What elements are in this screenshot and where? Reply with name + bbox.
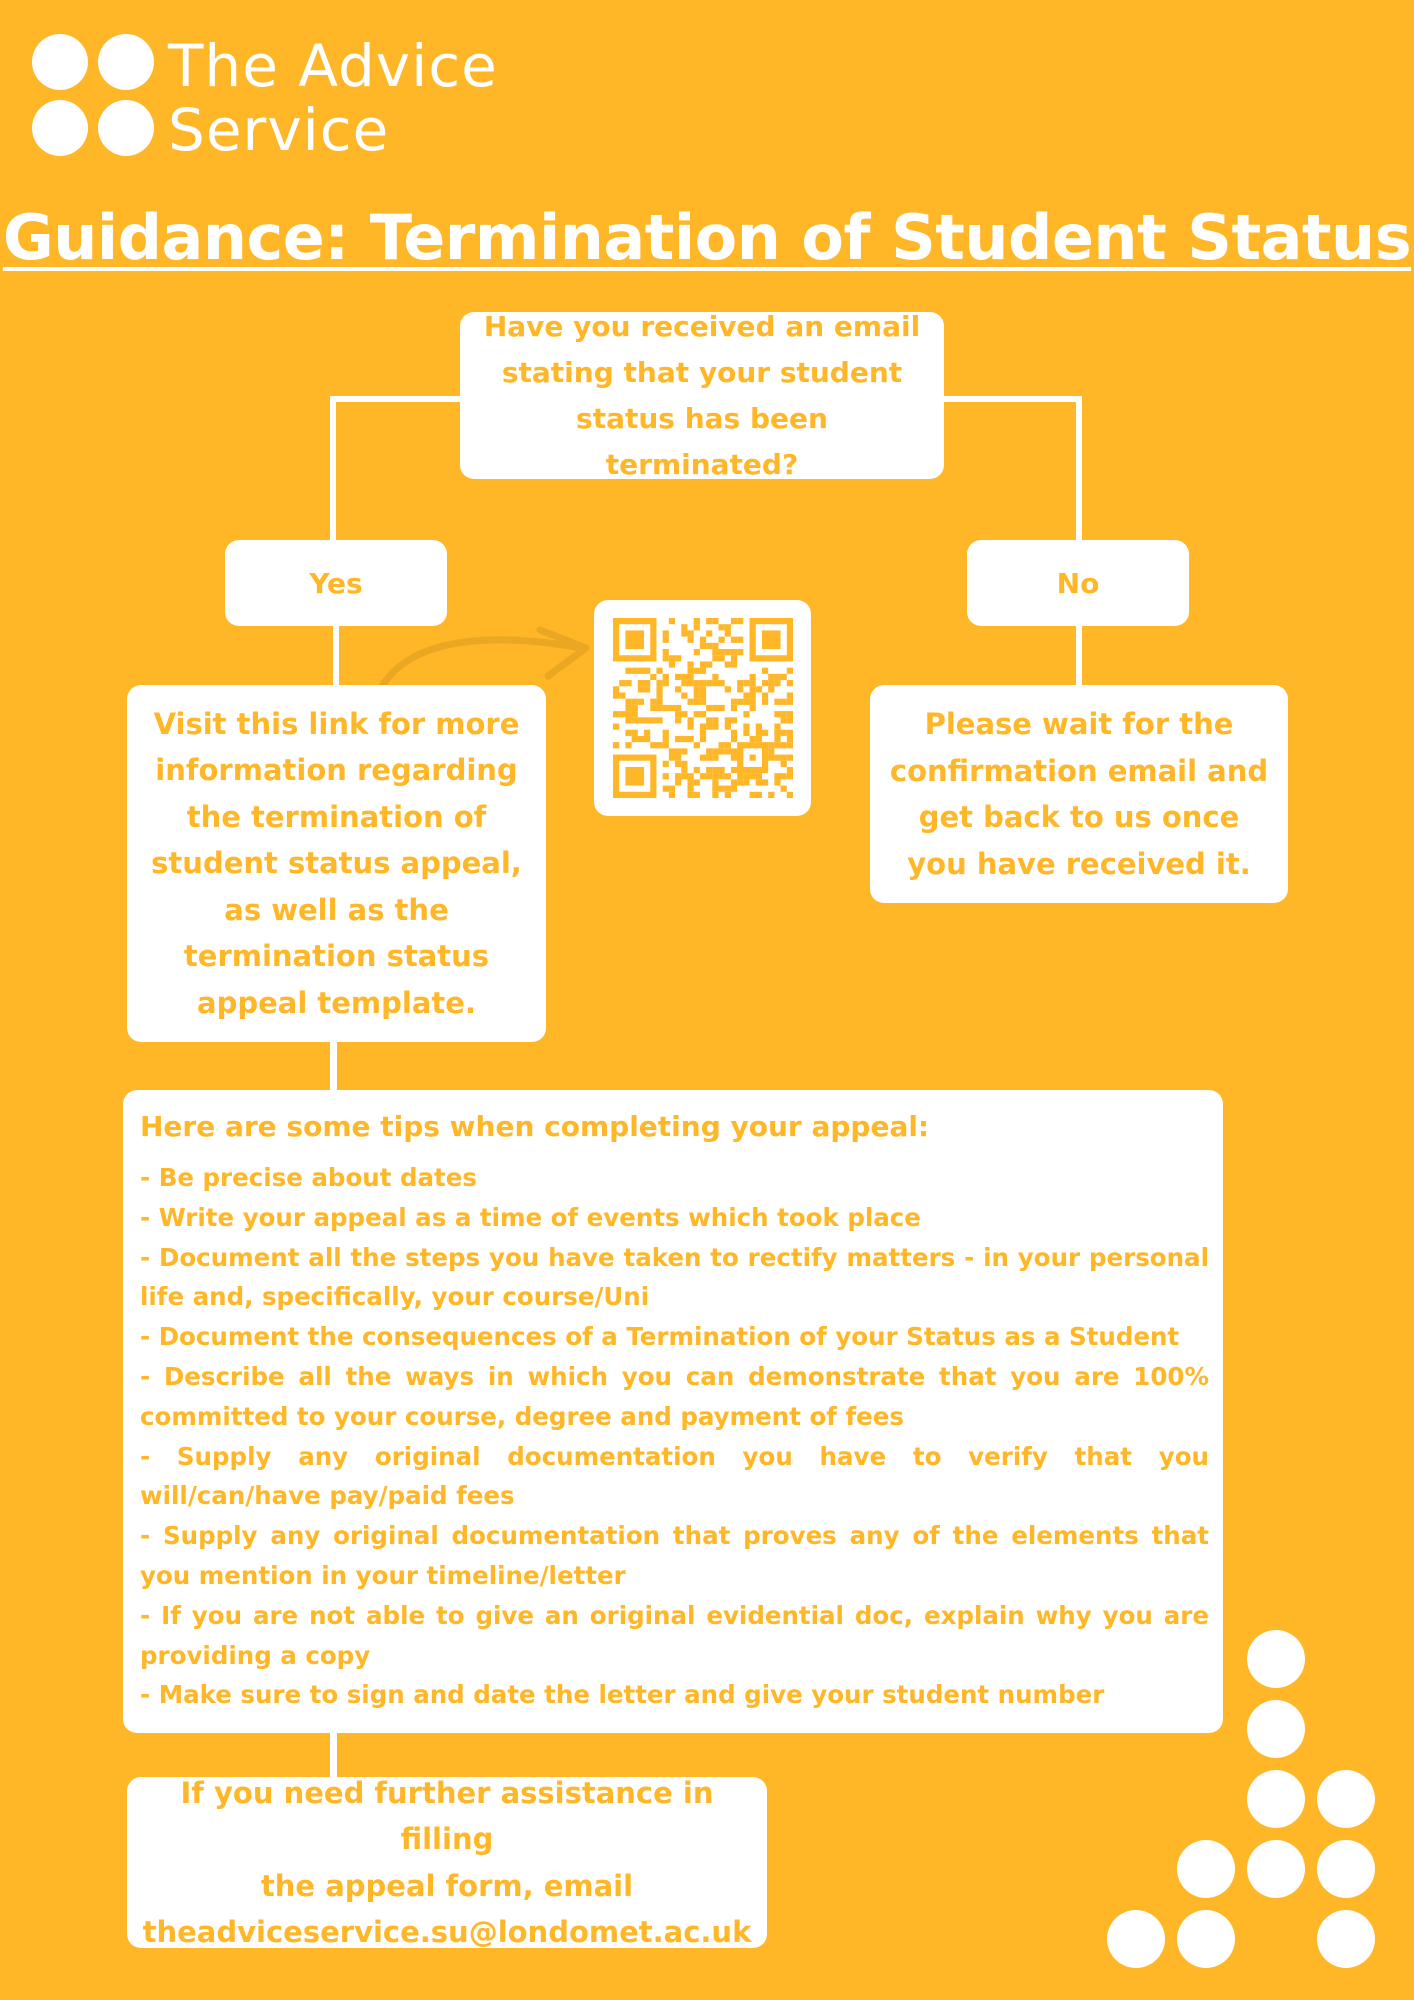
question-text: Have you received an email stating that … [483,309,921,481]
logo: The Advice Service [32,34,572,164]
decor-dot [1247,1770,1305,1828]
logo-dot [32,100,88,156]
no-label: No [1056,566,1100,600]
decor-dot [1247,1700,1305,1758]
connector-to-yes [330,396,336,542]
contact-line-2: the appeal form, email [260,1868,634,1903]
yes-box: Yes [225,540,447,626]
decor-dot [1107,1910,1165,1968]
tip-item: - Make sure to sign and date the letter … [140,1680,1105,1710]
no-box: No [967,540,1189,626]
tip-item: - Document all the steps you have taken … [140,1242,1209,1312]
tip-item: - Write your appeal as a time of events … [140,1202,921,1232]
logo-line-2: Service [168,96,390,164]
decor-dot [1247,1840,1305,1898]
tip-item: - Describe all the ways in which you can… [140,1361,1209,1431]
connector-link-to-tips [330,1040,337,1092]
connector-yes-to-link [333,624,339,688]
decor-dot [1317,1770,1375,1828]
yes-label: Yes [309,566,363,600]
connector-question-right [942,396,1082,402]
decor-dot [1317,1840,1375,1898]
contact-text: If you need further assistance in fillin… [137,1770,757,1956]
tip-item: - Be precise about dates [140,1163,477,1192]
link-info-box: Visit this link for more information reg… [127,685,546,1042]
contact-email-link[interactable]: theadviceservice.su@londomet.ac.uk [142,1915,752,1949]
contact-line-1: If you need further assistance in fillin… [180,1775,714,1857]
logo-dot [32,34,88,90]
question-box: Have you received an email stating that … [460,310,944,481]
wait-info-text: Please wait for the confirmation email a… [889,707,1269,881]
logo-dot [98,100,154,156]
tip-item: - Document the consequences of a Termina… [140,1322,1180,1352]
logo-dot [98,34,154,90]
qr-code-box[interactable] [594,600,811,816]
connector-no-to-wait [1076,624,1082,688]
decor-dot [1247,1630,1305,1688]
page-title: Guidance: Termination of Student Status [2,201,1412,274]
tips-list: - Be precise about dates - Write your ap… [140,1158,1209,1715]
connector-tips-to-contact [330,1731,337,1779]
decor-dot [1177,1840,1235,1898]
connector-to-no [1076,396,1082,542]
contact-box: If you need further assistance in fillin… [127,1776,767,1949]
link-info-text: Visit this link for more information reg… [151,706,522,1020]
decor-dot [1317,1910,1375,1968]
qr-code-icon [612,618,793,798]
decor-dot [1177,1910,1235,1968]
logo-line-1: The Advice [168,32,498,100]
logo-text: The Advice Service [168,34,498,162]
tip-item: - If you are not able to give an origina… [140,1600,1209,1670]
tips-box: Here are some tips when completing your … [123,1090,1223,1733]
tips-heading: Here are some tips when completing your … [140,1110,930,1143]
wait-info-box: Please wait for the confirmation email a… [870,685,1288,903]
tip-item: - Supply any original documentation you … [140,1441,1209,1511]
tip-item: - Supply any original documentation that… [140,1521,1209,1590]
curved-arrow-icon [372,626,590,702]
connector-question-left [330,396,462,402]
